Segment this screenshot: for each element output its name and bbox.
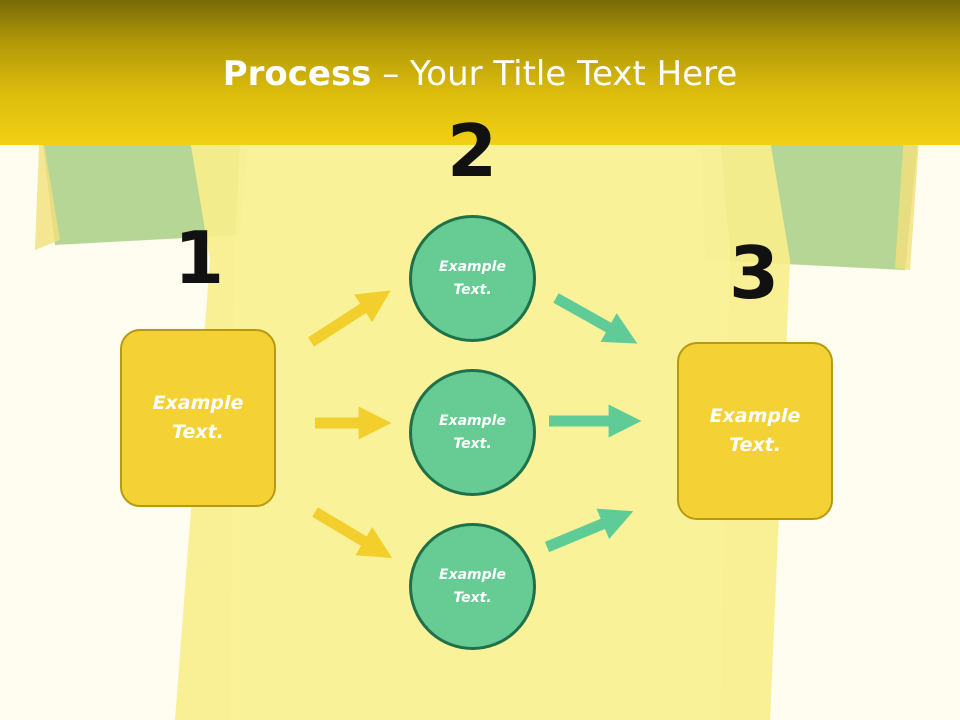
circle-top-line1: Example [439,258,506,275]
title-band: Process – Your Title Text Here [0,0,960,145]
step-1-text-line1: Example [152,392,244,414]
step-number-3: 3 [728,231,780,315]
arrow-1-to-top [308,290,391,347]
circle-top-line2: Text. [453,281,492,298]
title-rest: – Your Title Text Here [371,54,738,94]
step-3-text-line1: Example [709,405,801,427]
circle-bot-line1: Example [439,566,506,583]
slide-title: Process – Your Title Text Here [0,52,960,96]
step-number-2: 2 [446,109,498,193]
arrow-1-to-bot [312,507,393,559]
arrow-bot-to-3 [544,508,634,553]
title-bold: Process [222,54,372,94]
arrow-top-to-3 [553,293,638,344]
step-number-1: 1 [173,216,225,300]
step-1-text-line2: Text. [172,421,224,443]
step-3-text-line2: Text. [729,434,781,456]
circle-mid-line2: Text. [453,435,492,452]
circle-mid-line1: Example [439,412,506,429]
circle-bot-line2: Text. [453,589,492,606]
